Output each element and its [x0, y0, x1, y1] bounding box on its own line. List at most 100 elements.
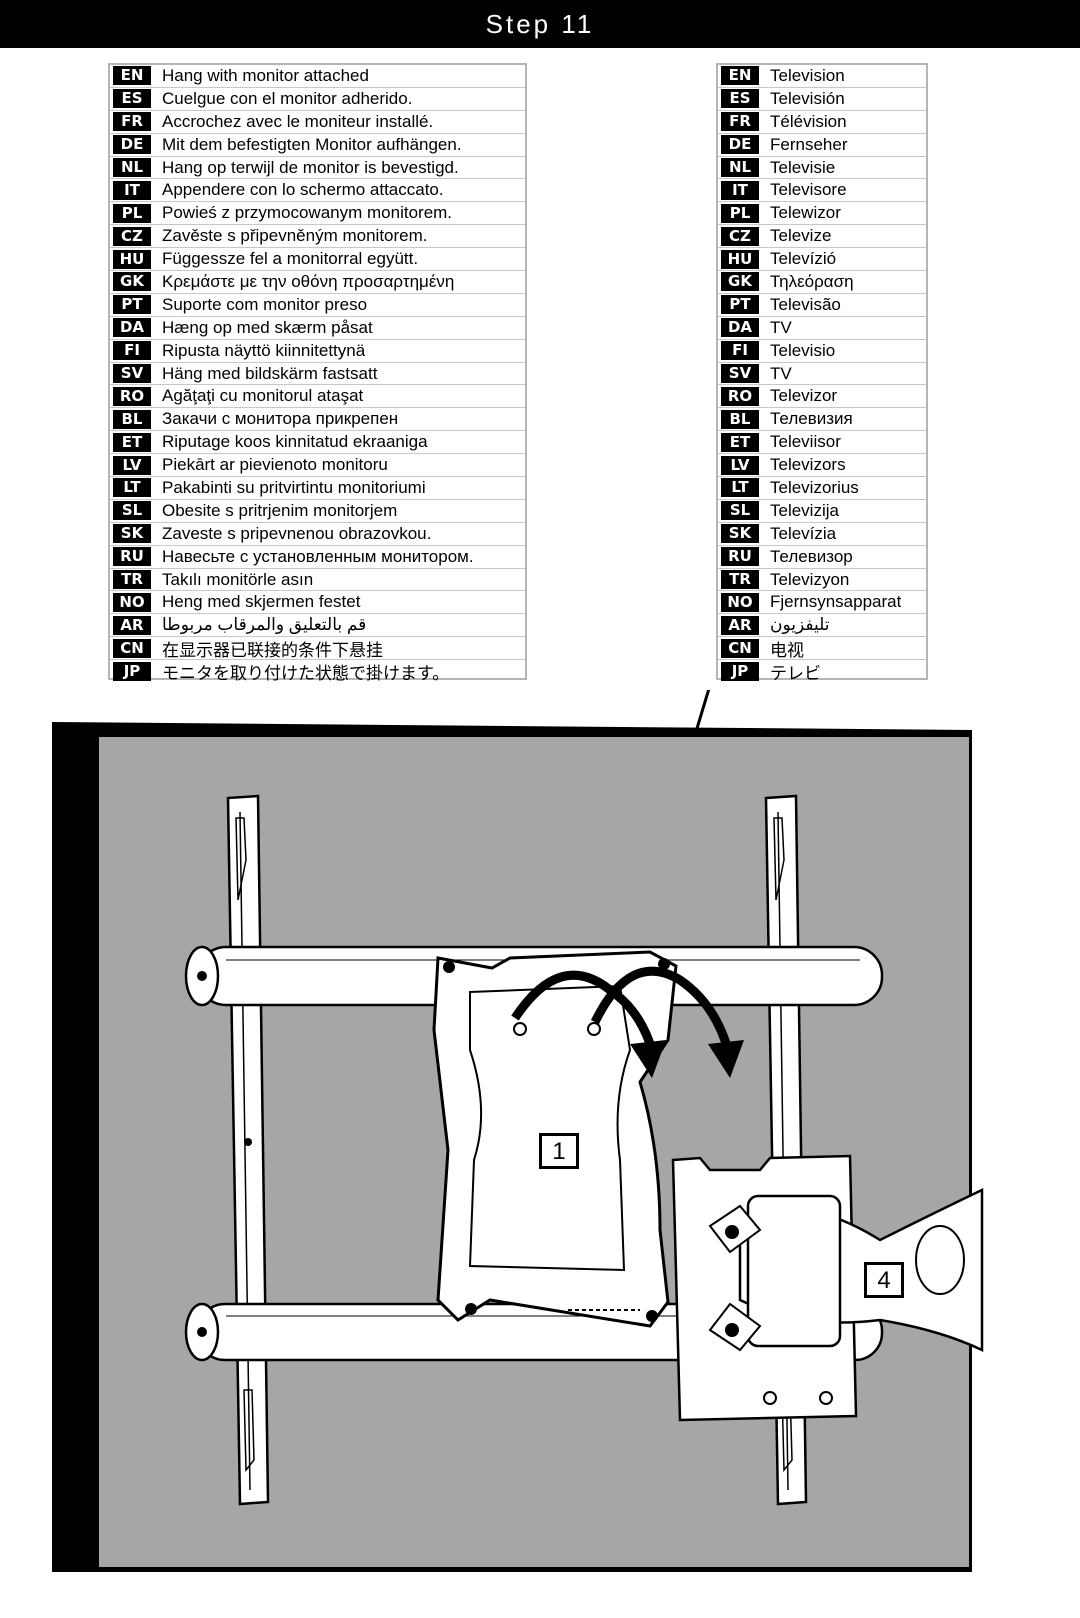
language-code-badge: ES [113, 89, 151, 109]
language-code-badge: PT [721, 295, 759, 315]
translated-text: Zaveste s pripevnenou obrazovkou. [162, 523, 432, 543]
language-code-badge: EN [113, 66, 151, 86]
translated-text: Televiisor [770, 432, 841, 452]
translated-text: Powieś z przymocowanym monitorem. [162, 203, 453, 223]
language-code-badge: JP [721, 662, 759, 682]
language-code-badge: RU [721, 547, 759, 567]
translated-text: Ripusta näyttö kiinnitettynä [162, 340, 366, 360]
translated-text: Televisão [770, 294, 841, 314]
translated-text: Hang op terwijl de monitor is bevestigd. [162, 157, 459, 177]
instruction-row: CN 在显示器已联接的条件下悬挂 [110, 637, 525, 661]
language-code-badge: LT [113, 478, 151, 498]
translated-text: Televisio [770, 340, 836, 360]
language-code-badge: AR [721, 615, 759, 635]
language-code-badge: FI [721, 341, 759, 361]
translated-text: 在显示器已联接的条件下悬挂 [162, 640, 383, 660]
language-code-badge: HU [721, 249, 759, 269]
language-code-badge: NO [721, 592, 759, 612]
translated-text: Televizyon [770, 569, 850, 589]
language-code-badge: DA [721, 318, 759, 338]
translated-text: Fjernsynsapparat [770, 592, 902, 612]
language-code-badge: RO [721, 386, 759, 406]
language-code-badge: DE [113, 135, 151, 155]
instruction-row: FI Ripusta näyttö kiinnitettynä [110, 340, 525, 363]
language-code-badge: NL [721, 158, 759, 177]
language-code-badge: ES [721, 89, 759, 109]
rotation-arrow-right [590, 966, 733, 1052]
language-code-badge: TR [721, 570, 759, 590]
translated-text: Heng med skjermen festet [162, 592, 361, 612]
translated-text: Pakabinti su pritvirtintu monitoriumi [162, 477, 426, 497]
rotation-arrow-left [511, 970, 657, 1052]
language-code-badge: BL [113, 409, 151, 429]
translated-text: Hang with monitor attached [162, 65, 369, 85]
translated-text: Télévision [770, 111, 847, 131]
language-code-badge: CZ [721, 226, 759, 246]
translated-text: Häng med bildskärm fastsatt [162, 363, 378, 383]
term-row: PL Telewizor [718, 202, 926, 226]
language-code-badge: SL [113, 501, 151, 521]
translated-text: Televisore [770, 180, 847, 200]
instruction-row: SL Obesite s pritrjenim monitorjem [110, 500, 525, 523]
language-code-badge: PL [721, 203, 759, 223]
part-4-callout: 4 [864, 1262, 904, 1298]
term-row: AR تليفزيون [718, 614, 926, 638]
translated-text: テレビ [770, 664, 821, 684]
instruction-row: SV Häng med bildskärm fastsatt [110, 363, 525, 386]
language-code-badge: LV [113, 455, 151, 475]
language-code-badge: BL [721, 409, 759, 429]
language-code-badge: IT [721, 180, 759, 200]
translated-text: Televízia [770, 523, 837, 543]
language-code-badge: GK [721, 272, 759, 292]
translated-text: Obesite s pritrjenim monitorjem [162, 500, 398, 520]
language-code-badge: SV [721, 364, 759, 384]
mounting-illustration [52, 690, 984, 1572]
language-code-badge: RO [113, 386, 151, 406]
term-row: FI Televisio [718, 340, 926, 363]
language-code-badge: ET [721, 432, 759, 452]
step-title: Step 11 [485, 9, 595, 39]
translated-text: 电视 [770, 640, 804, 660]
language-code-badge: HU [113, 249, 151, 269]
language-code-badge: NL [113, 158, 151, 177]
translated-text: Appendere con lo schermo attaccato. [162, 180, 444, 200]
translated-text: Televizija [770, 500, 839, 520]
part-1-label: 1 [552, 1138, 566, 1165]
language-code-badge: SV [113, 364, 151, 384]
language-code-badge: FR [113, 112, 151, 132]
language-code-badge: ET [113, 432, 151, 452]
translated-text: تليفزيون [770, 615, 830, 635]
translated-text: Televizor [770, 386, 838, 406]
translated-text: モニタを取り付けた状態で掛けます。 [162, 664, 450, 684]
translated-text: Telewizor [770, 203, 841, 223]
translated-text: Телевизия [770, 409, 853, 429]
term-row: RO Televizor [718, 385, 926, 409]
part-1-callout: 1 [539, 1133, 579, 1169]
language-code-badge: CN [113, 638, 151, 658]
language-code-badge: FI [113, 341, 151, 361]
